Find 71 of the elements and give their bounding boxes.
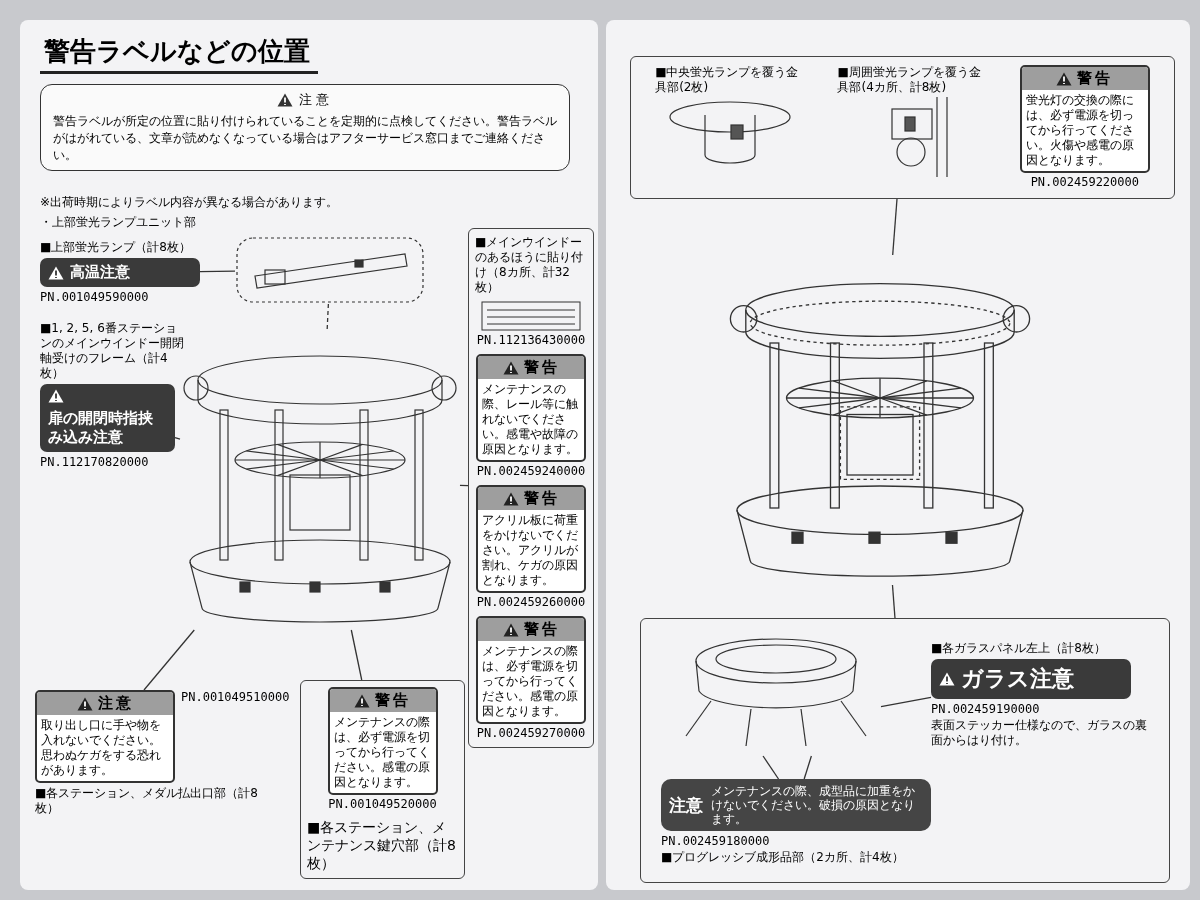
- sticker-heading: 警告: [523, 358, 560, 377]
- location-caption: ■1, 2, 5, 6番ステーションのメインウインドー開閉軸受けのフレーム（計4枚）: [40, 321, 185, 381]
- sticker-text: 蛍光灯の交換の際には、必ず電源を切ってから行ってください。火傷や感電の原因となります。: [1024, 92, 1135, 169]
- label-panel: [640, 618, 1170, 883]
- label-panel: [468, 228, 594, 748]
- sticker-text: 高温注意: [70, 263, 131, 282]
- label-panel: [300, 680, 465, 879]
- warning-sticker: [35, 690, 175, 783]
- leader-line: [326, 303, 330, 331]
- note-text: 表面ステッカー仕様なので、ガラスの裏面からはり付け。: [931, 718, 1148, 748]
- sticker-text: 取り出し口に手や物を入れないでください。思わぬケガをする恐れがあります。: [40, 717, 162, 779]
- part-number: PN.002459240000: [476, 464, 586, 479]
- sticker-text: アクリル板に荷重をかけないでください。アクリルが割れ、ケガの原因となります。: [481, 512, 579, 589]
- sticker-heading: 警告: [1077, 69, 1114, 88]
- leader-line: [174, 437, 181, 440]
- lamp-unit-drawing: [235, 236, 425, 304]
- sticker-heading: 警告: [523, 620, 560, 639]
- location-caption: ■上部蛍光ランプ（計8枚）: [40, 240, 192, 255]
- label-panel: [630, 56, 1175, 199]
- page-title: 警告ラベルなどの位置: [40, 34, 318, 74]
- location-caption: ■プログレッシブ成形品部（2カ所、計4枚）: [661, 850, 905, 865]
- warning-sticker: [476, 485, 586, 593]
- leader-line: [892, 198, 898, 256]
- sticker-text: ガラス注意: [961, 665, 1075, 693]
- panel-caption: ■各ステーション、メンテナンス鍵穴部（計8枚）: [307, 818, 457, 872]
- sticker-heading: 注意: [669, 793, 703, 817]
- sticker-text: メンテナンスの際、成型品に加重をかけないでください。破損の原因となります。: [711, 784, 916, 826]
- part-number: PN.002459220000: [1030, 175, 1139, 190]
- warning-sticker: [661, 779, 931, 831]
- warning-sticker: [1019, 65, 1150, 173]
- leader-line: [459, 484, 469, 487]
- warning-sticker: [40, 258, 200, 287]
- leader-line: [891, 584, 896, 619]
- note-text: ・上部蛍光ランプユニット部: [40, 214, 196, 231]
- leader-line: [143, 629, 195, 691]
- warning-sticker: [931, 659, 1131, 699]
- part-number: PN.001049590000: [40, 290, 150, 305]
- leader-line: [880, 696, 932, 708]
- part-number: PN.002459270000: [476, 726, 586, 741]
- warning-sticker: [40, 384, 175, 452]
- part-number: PN.002459260000: [476, 595, 586, 610]
- sticker-text: メンテナンスの際、レール等に触れないでください。感電や故障の原因となります。: [481, 381, 579, 458]
- part-number: PN.112136430000: [476, 333, 586, 348]
- sticker-heading: 注意: [97, 694, 134, 713]
- panel-caption: ■メインウインドーのあるほうに貼り付け（8カ所、計32枚）: [475, 235, 584, 295]
- notice-box: [40, 84, 570, 171]
- part-number: PN.001049510000: [181, 690, 290, 705]
- label-sticker-drawing: [481, 301, 581, 331]
- leader-line: [199, 270, 236, 273]
- warning-sticker: [476, 616, 586, 724]
- location-caption: ■各ガラスパネル左上（計8枚）: [931, 641, 1107, 656]
- part-number: PN.002459190000: [931, 702, 1041, 717]
- leader-line: [762, 755, 780, 780]
- location-caption: ■中央蛍光ランプを覆う金具部(2枚): [655, 65, 800, 95]
- part-number: PN.112170820000: [40, 455, 150, 470]
- leader-line: [350, 629, 363, 681]
- warning-sticker: [476, 354, 586, 462]
- notice-text: 警告ラベルが所定の位置に貼り付けられていることを定期的に点検してください。警告ラベルがはがれている、文章が読めなくなっている場合はアフターサービス窓口までご連絡ください。: [53, 113, 557, 164]
- leader-line: [803, 755, 813, 780]
- warning-sticker: [327, 687, 438, 795]
- notice-heading: 注意: [299, 91, 333, 109]
- location-caption: ■各ステーション、メダル払出口部（計8枚）: [35, 786, 259, 816]
- sticker-heading: 警告: [523, 489, 560, 508]
- sticker-text: メンテナンスの際は、必ず電源を切ってから行ってください。感電の原因となります。: [332, 714, 431, 791]
- sticker-text: メンテナンスの際は、必ず電源を切ってから行ってください。感電の原因となります。: [481, 643, 579, 720]
- location-caption: ■周囲蛍光ランプを覆う金具部(4カ所、計8枚): [837, 65, 982, 95]
- sticker-heading: 警告: [375, 691, 411, 710]
- part-number: PN.001049520000: [328, 797, 437, 812]
- sticker-text: 扉の開閉時指挟み込み注意: [48, 409, 154, 447]
- part-number: PN.002459180000: [661, 834, 771, 849]
- note-text: ※出荷時期によりラベル内容が異なる場合があります。: [40, 194, 339, 211]
